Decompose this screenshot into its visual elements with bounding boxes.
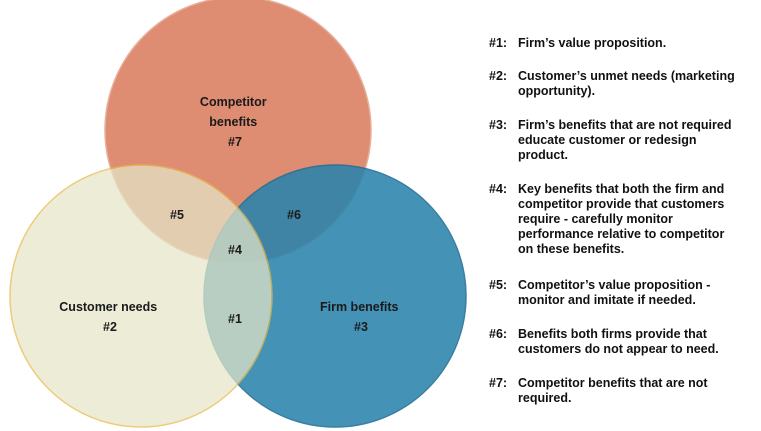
firm-number: #3 (354, 320, 368, 334)
legend: #1: Firm’s value proposition. #2: Custom… (489, 36, 761, 410)
legend-text: Customer’s unmet needs (marketing opport… (518, 69, 735, 98)
customer-number: #2 (103, 320, 117, 334)
competitor-label-line-2: benefits (209, 115, 257, 129)
intersection-1-label: #1 (228, 312, 242, 326)
customer-needs-circle (9, 164, 273, 428)
competitor-number: #7 (228, 135, 242, 149)
legend-text: Competitor’s value proposition - monitor… (518, 278, 711, 307)
legend-item-1: #1: Firm’s value proposition. (489, 36, 761, 69)
competitor-benefits-label: Competitor benefits #7 (200, 95, 270, 149)
intersection-5-label: #5 (170, 208, 184, 222)
legend-text: Benefits both firms provide that custome… (518, 327, 719, 356)
legend-item-2: #2: Customer’s unmet needs (marketing op… (489, 69, 761, 118)
legend-text: Key benefits that both the firm and comp… (518, 182, 725, 256)
legend-item-5: #5: Competitor’s value proposition - mon… (489, 278, 761, 327)
venn-diagram: Competitor benefits #7 Customer needs #2… (9, 0, 467, 428)
legend-item-6: #6: Benefits both firms provide that cus… (489, 327, 761, 376)
intersection-6-label: #6 (287, 208, 301, 222)
legend-text: Competitor benefits that are not require… (518, 376, 708, 405)
legend-key: #4: (489, 182, 508, 196)
legend-key: #6: (489, 327, 508, 341)
legend-key: #1: (489, 36, 508, 50)
legend-item-3: #3: Firm’s benefits that are not require… (489, 118, 761, 182)
legend-key: #3: (489, 118, 508, 132)
competitor-label-line-1: Competitor (200, 95, 267, 109)
legend-key: #7: (489, 376, 508, 390)
legend-text: Firm’s benefits that are not required ed… (518, 118, 732, 162)
customer-label-line-1: Customer needs (59, 300, 157, 314)
legend-key: #2: (489, 69, 508, 83)
legend-key: #5: (489, 278, 508, 292)
firm-benefits-label: Firm benefits #3 (320, 300, 402, 334)
intersection-4-label: #4 (228, 243, 242, 257)
legend-item-7: #7: Competitor benefits that are not req… (489, 376, 761, 410)
legend-item-4: #4: Key benefits that both the firm and … (489, 182, 761, 278)
customer-needs-label: Customer needs #2 (59, 300, 160, 334)
firm-label-line-1: Firm benefits (320, 300, 399, 314)
legend-text: Firm’s value proposition. (518, 36, 667, 50)
